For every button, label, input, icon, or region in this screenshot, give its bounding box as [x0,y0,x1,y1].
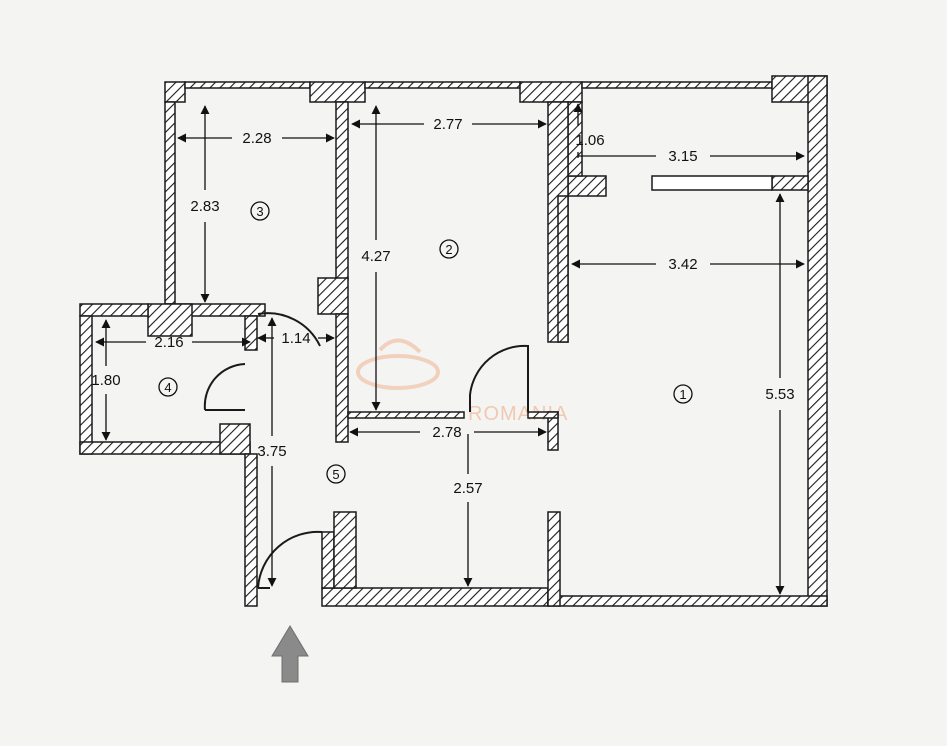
dim-passage-width: 1.14 [281,330,310,347]
walls [79,75,828,607]
wall-segment [79,315,93,455]
room-number-circle [673,384,693,404]
wall-segment [335,313,349,443]
room-numbers [158,201,693,484]
doors [203,312,529,589]
wall-segment [317,277,349,315]
dim-room4-width: 2.16 [154,334,183,351]
window-segment [651,175,773,191]
wall-segment [219,423,251,455]
wall-segment [184,81,311,89]
room-number-circle [158,377,178,397]
watermark-logo [356,338,440,390]
room-number-3: 3 [256,204,263,219]
wall-segment [547,511,561,607]
wall-segment [164,101,176,305]
wall-segment [321,587,549,607]
wall-segment [567,175,607,197]
wall-segment [347,411,465,419]
wall-segment [321,531,335,589]
dim-room3-width: 2.28 [242,130,271,147]
door-swing [203,363,246,411]
dim-balcony-width: 3.15 [668,148,697,165]
wall-segment [244,315,258,351]
dim-room1-height: 5.53 [765,386,794,403]
dim-hall-length: 3.75 [257,443,286,460]
wall-segment [771,175,809,191]
wall-segment [244,453,258,607]
dim-balcony-depth: 1.06 [575,132,604,149]
wall-segment [335,101,349,281]
door-swing [257,312,321,347]
dim-room1-width: 3.42 [668,256,697,273]
room-number-circle [326,464,346,484]
dimension-labels: 2.28 2.83 2.77 4.27 1.06 3.15 3.42 5.53 … [91,116,794,497]
dim-room2-width-bottom: 2.78 [432,424,461,441]
wall-segment [581,81,773,89]
wall-segment [364,81,521,89]
wall-segment [519,81,583,103]
wall-segment [309,81,366,103]
door-swing [469,344,529,412]
dim-hall-depth: 2.57 [453,480,482,497]
dim-room2-width-top: 2.77 [433,116,462,133]
room-number-1: 1 [679,387,686,402]
dimension-lines [95,103,805,595]
wall-segment [547,595,828,607]
wall-segment [147,303,193,337]
dim-room2-height: 4.27 [361,248,390,265]
wall-segment [333,511,357,589]
room-number-4: 4 [164,380,171,395]
dim-room4-height: 1.80 [91,372,120,389]
watermark-text: ROMANIA [468,403,568,425]
room-number-circle [250,201,270,221]
wall-segment [79,303,149,317]
wall-segment [557,195,569,343]
wall-segment [807,75,828,607]
dim-room3-height: 2.83 [190,198,219,215]
wall-segment [164,81,186,103]
entrance-arrow-icon [271,625,309,683]
wall-segment [527,411,559,419]
room-number-circle [439,239,459,259]
door-swing [257,530,323,589]
room-number-5: 5 [332,467,339,482]
room-number-2: 2 [445,242,452,257]
